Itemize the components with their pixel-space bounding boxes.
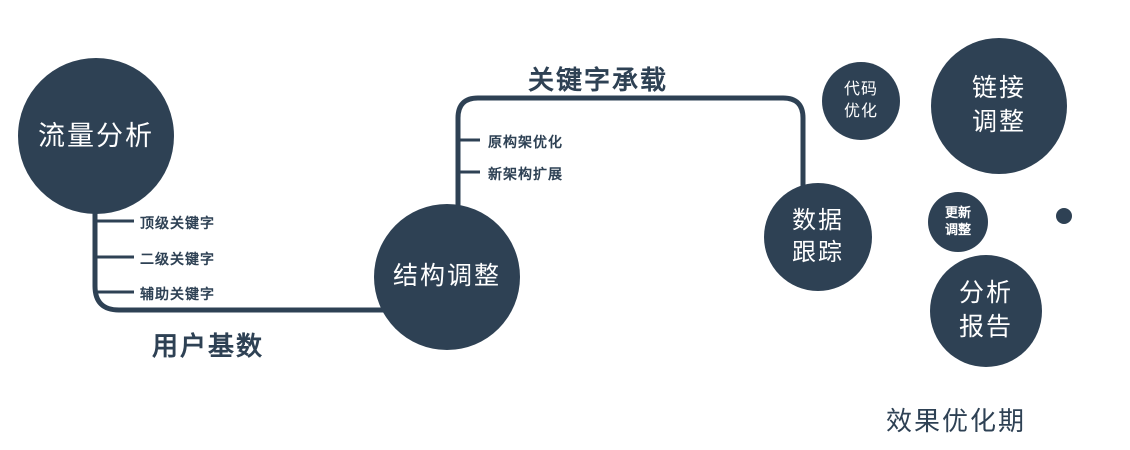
edge-structure-to-tracking (455, 95, 806, 218)
node-update-adjustment: 更新 调整 (928, 192, 988, 252)
branch-label-aux-keyword: 辅助关键字 (140, 286, 215, 302)
branch-label-second-keyword: 二级关键字 (140, 251, 215, 267)
node-data-tracking: 数据 跟踪 (764, 183, 872, 291)
node-code-optimization-label: 代码 优化 (843, 81, 878, 120)
branch-label-original-architecture: 原构架优化 (488, 134, 563, 150)
node-analysis-report: 分析 报告 (930, 255, 1042, 367)
node-structure-adjustment: 结构调整 (374, 204, 520, 350)
branch-label-new-architecture: 新架构扩展 (488, 166, 563, 182)
node-data-tracking-label: 数据 跟踪 (792, 206, 844, 266)
node-traffic-analysis-label: 流量分析 (38, 120, 154, 151)
branch-label-top-keyword: 顶级关键字 (140, 215, 215, 231)
label-effect-optimization-period: 效果优化期 (886, 406, 1027, 436)
node-link-adjustment-label: 链接 调整 (971, 74, 1026, 136)
node-update-adjustment-label: 更新 调整 (944, 205, 971, 237)
node-structure-adjustment-label: 结构调整 (392, 262, 501, 291)
label-user-base: 用户基数 (152, 331, 265, 361)
small-dot-marker (1056, 208, 1072, 224)
node-traffic-analysis: 流量分析 (18, 58, 174, 214)
node-analysis-report-label: 分析 报告 (958, 279, 1013, 341)
label-keyword-bearing: 关键字承载 (528, 65, 669, 95)
node-code-optimization: 代码 优化 (822, 62, 900, 140)
node-link-adjustment: 链接 调整 (931, 38, 1067, 174)
edge-traffic-to-structure (92, 190, 430, 313)
